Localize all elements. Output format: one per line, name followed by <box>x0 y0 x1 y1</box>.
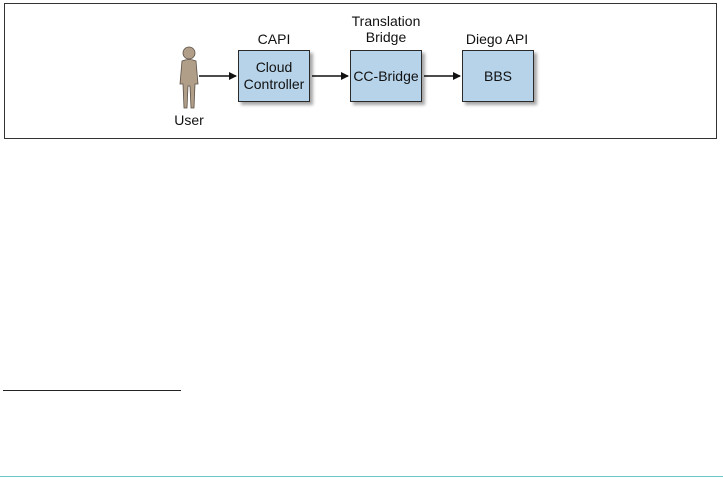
diego-api-header: Diego API <box>465 31 529 47</box>
cc-bridge-box: CC-Bridge <box>350 50 422 102</box>
cloud-controller-label: Cloud Controller <box>243 59 305 92</box>
page-bottom-rule <box>0 476 723 477</box>
cloud-controller-box: Cloud Controller <box>238 50 310 102</box>
cc-bridge-label: CC-Bridge <box>353 67 419 84</box>
capi-header: CAPI <box>257 31 291 47</box>
bbs-label: BBS <box>483 67 512 84</box>
diagram-frame <box>4 3 717 139</box>
user-figure-icon <box>179 46 199 109</box>
footnote-divider <box>3 390 181 391</box>
user-label: User <box>174 112 204 128</box>
bbs-box: BBS <box>462 50 534 102</box>
translation-bridge-header: Translation Bridge <box>351 13 421 45</box>
